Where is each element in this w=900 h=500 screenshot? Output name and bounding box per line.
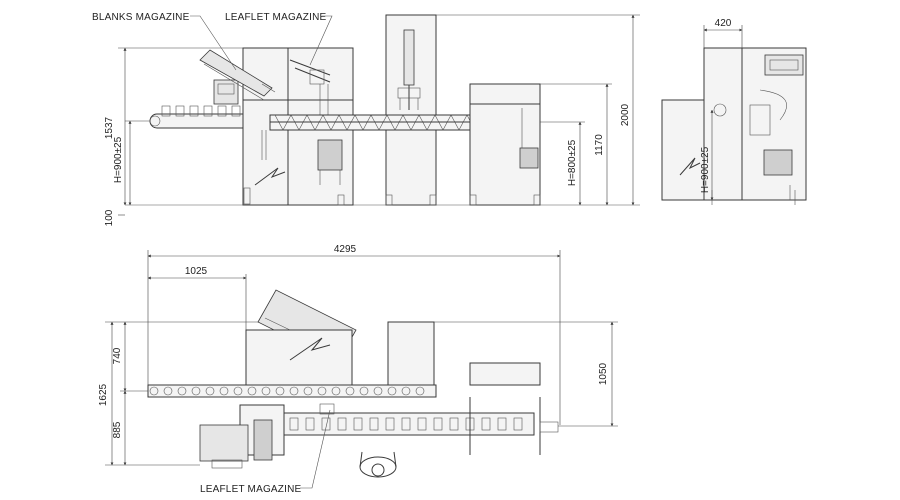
dim-1025: 1025 [185, 266, 208, 277]
label-blanks-magazine: BLANKS MAGAZINE [92, 12, 190, 23]
dim-1537: 1537 [104, 116, 115, 139]
dim-420: 420 [715, 18, 732, 29]
side-hazard-icon [679, 157, 701, 176]
dim-100: 100 [104, 209, 115, 226]
plan-hazard-icon [289, 337, 331, 361]
dim-side-h-900: H=900±25 [700, 146, 711, 193]
dim-1170: 1170 [594, 134, 605, 156]
control-tower [385, 14, 437, 206]
dim-1625: 1625 [98, 383, 109, 406]
front-dimensions: 2000 1537 H=900±25 100 H=800±25 1170 [104, 14, 640, 226]
operator-icon [359, 451, 397, 478]
blanks-magazine [199, 49, 276, 101]
dim-740: 740 [112, 347, 123, 364]
dim-885: 885 [112, 421, 123, 438]
label-leaflet-magazine-bottom: LEAFLET MAGAZINE [200, 484, 302, 495]
dim-2000: 2000 [620, 103, 631, 126]
discharge-module [469, 83, 541, 206]
dim-1050: 1050 [598, 362, 609, 385]
label-leaflet-magazine-top: LEAFLET MAGAZINE [225, 12, 327, 23]
dim-4295: 4295 [334, 244, 357, 255]
electric-hazard-icon [254, 167, 286, 186]
leaflet-magazine-top [289, 59, 331, 115]
plan-view: 4295 1025 [98, 244, 618, 495]
dim-h-800: H=800±25 [567, 139, 578, 186]
dim-h-900: H=900±25 [113, 136, 124, 183]
side-elevation: 420 H=900±25 [661, 18, 807, 205]
front-elevation: 2000 1537 H=900±25 100 H=800±25 1170 BLA… [92, 12, 640, 226]
front-callouts: BLANKS MAGAZINE LEAFLET MAGAZINE [92, 12, 333, 71]
